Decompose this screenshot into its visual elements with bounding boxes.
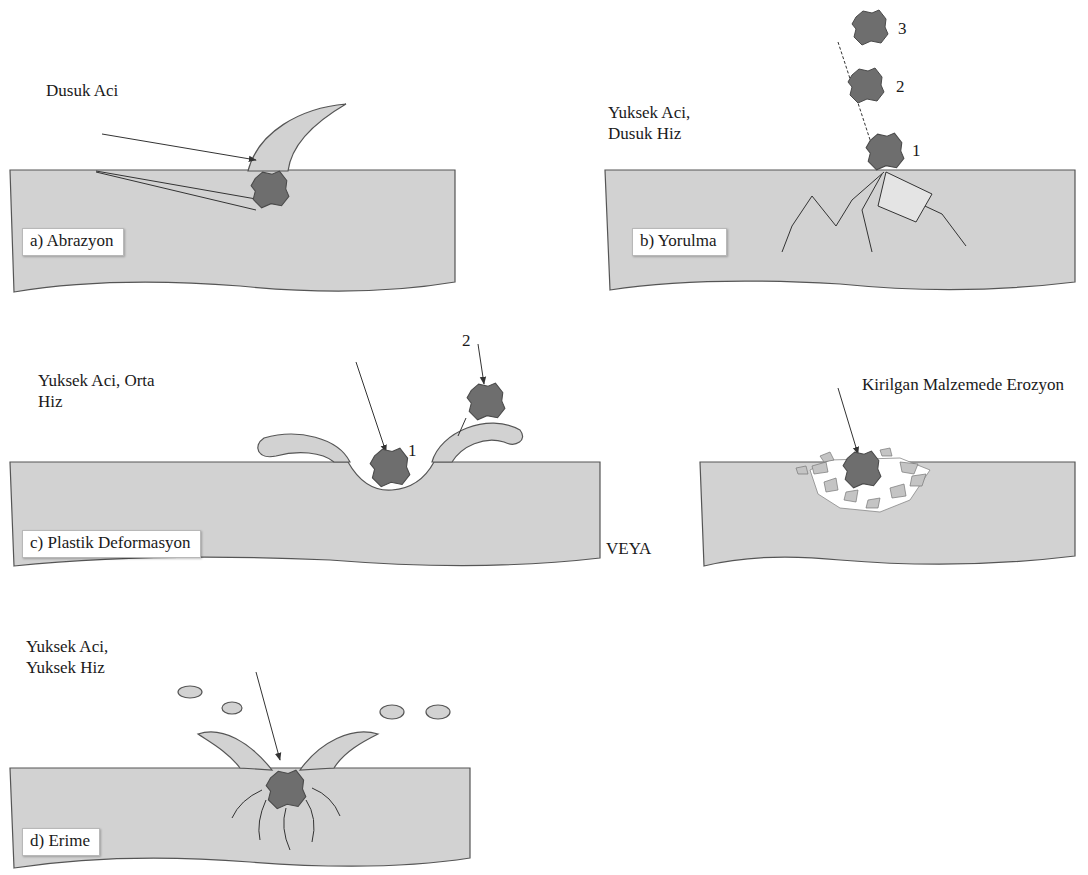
- caption-text: a) Abrazyon: [30, 231, 116, 251]
- label-text: 2: [896, 77, 905, 96]
- label-text: Dusuk Aci: [46, 81, 118, 100]
- caption-text: c) Plastik Deformasyon: [30, 533, 193, 553]
- callout-number: 2: [462, 330, 482, 351]
- panel-caption: c) Plastik Deformasyon: [22, 530, 201, 558]
- label-text: 3: [898, 19, 907, 38]
- label-text: 1: [912, 141, 921, 160]
- panel-caption: b) Yorulma: [632, 228, 727, 256]
- callout-number: 1: [408, 440, 428, 461]
- condition-label: Yuksek Aci, Dusuk Hiz: [608, 102, 728, 145]
- label-text: 2: [462, 331, 471, 350]
- condition-label: Yuksek Aci, Orta Hiz: [38, 370, 158, 413]
- callout-number: 1: [912, 140, 932, 161]
- label-text: 1: [408, 441, 417, 460]
- panel-caption: d) Erime: [22, 828, 100, 856]
- label-text: Yuksek Aci, Orta Hiz: [38, 371, 155, 411]
- label-text: Kirilgan Malzemede Erozyon: [862, 375, 1064, 394]
- callout-number: 2: [896, 76, 916, 97]
- callout-number: 3: [898, 18, 918, 39]
- label-text: Yuksek Aci, Dusuk Hiz: [608, 103, 690, 143]
- label-text: VEYA: [606, 539, 651, 558]
- panel-caption: a) Abrazyon: [22, 228, 124, 256]
- caption-text: b) Yorulma: [640, 231, 719, 251]
- condition-label: VEYA: [606, 538, 686, 559]
- condition-label: Kirilgan Malzemede Erozyon: [862, 374, 1082, 395]
- condition-label: Yuksek Aci, Yuksek Hiz: [26, 636, 146, 679]
- label-text: Yuksek Aci, Yuksek Hiz: [26, 637, 108, 677]
- condition-label: Dusuk Aci: [46, 80, 166, 101]
- caption-text: d) Erime: [30, 831, 92, 851]
